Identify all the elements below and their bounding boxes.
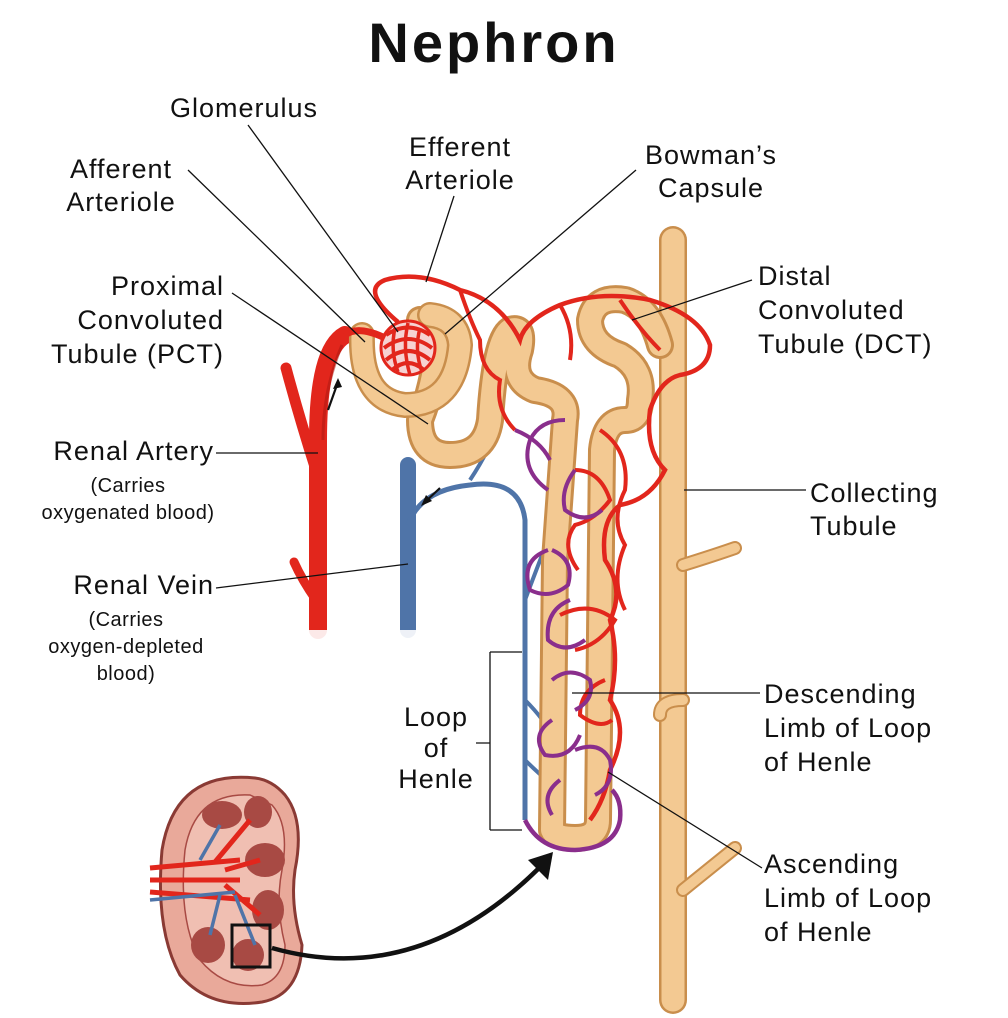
- collecting-tubule-shape: [653, 226, 742, 1014]
- arterioles-and-capillaries: [342, 274, 713, 853]
- label-bowman-line2: Capsule: [658, 173, 764, 203]
- label-efferent-line2: Arteriole: [405, 165, 515, 195]
- label-renal-artery-note-line1: (Carries: [90, 475, 165, 497]
- label-afferent-line1: Afferent: [70, 154, 172, 184]
- label-pct-line1: Proximal: [111, 271, 224, 301]
- label-renal-artery: Renal Artery: [53, 436, 214, 466]
- label-loop-line3: Henle: [398, 764, 474, 794]
- kidney-inset: [149, 775, 553, 1005]
- label-ascending-line2: Limb of Loop: [764, 883, 932, 913]
- label-descending-line3: of Henle: [764, 747, 873, 777]
- label-dct-line2: Convoluted: [758, 295, 905, 325]
- label-loop-line1: Loop: [404, 702, 468, 732]
- label-renal-artery-note-line2: oxygenated blood): [41, 502, 214, 524]
- arrow-icon: [326, 378, 441, 506]
- label-afferent-line2: Arteriole: [66, 187, 176, 217]
- label-ascending-line1: Ascending: [764, 849, 899, 879]
- label-collecting-line2: Tubule: [810, 511, 898, 541]
- label-collecting-line1: Collecting: [810, 478, 939, 508]
- renal-artery-vessel: [280, 326, 354, 639]
- label-pct-line2: Convoluted: [77, 305, 224, 335]
- leader-lines: [187, 124, 806, 869]
- label-renal-vein: Renal Vein: [73, 570, 214, 600]
- glomerulus-shape: [379, 319, 437, 377]
- label-descending-line1: Descending: [764, 679, 917, 709]
- label-glomerulus: Glomerulus: [170, 93, 318, 123]
- label-ascending-line3: of Henle: [764, 917, 873, 947]
- label-renal-vein-note-line1: (Carries: [88, 609, 163, 631]
- label-dct-line1: Distal: [758, 261, 832, 291]
- label-renal-vein-note-line2: oxygen-depleted: [48, 636, 203, 658]
- label-dct-line3: Tubule (DCT): [758, 329, 933, 359]
- bowmans-capsule-shape: [348, 302, 474, 419]
- label-pct-line3: Tubule (PCT): [51, 339, 224, 369]
- zoom-box-icon: [230, 923, 272, 969]
- labels: Glomerulus Afferent Arteriole Efferent A…: [41, 93, 939, 947]
- label-efferent-line1: Efferent: [409, 132, 511, 162]
- label-descending-line2: Limb of Loop: [764, 713, 932, 743]
- label-loop-line2: of: [424, 733, 449, 763]
- page-title: Nephron: [368, 11, 619, 74]
- label-bowman-line1: Bowman’s: [645, 140, 777, 170]
- label-renal-vein-note-line3: blood): [97, 663, 156, 685]
